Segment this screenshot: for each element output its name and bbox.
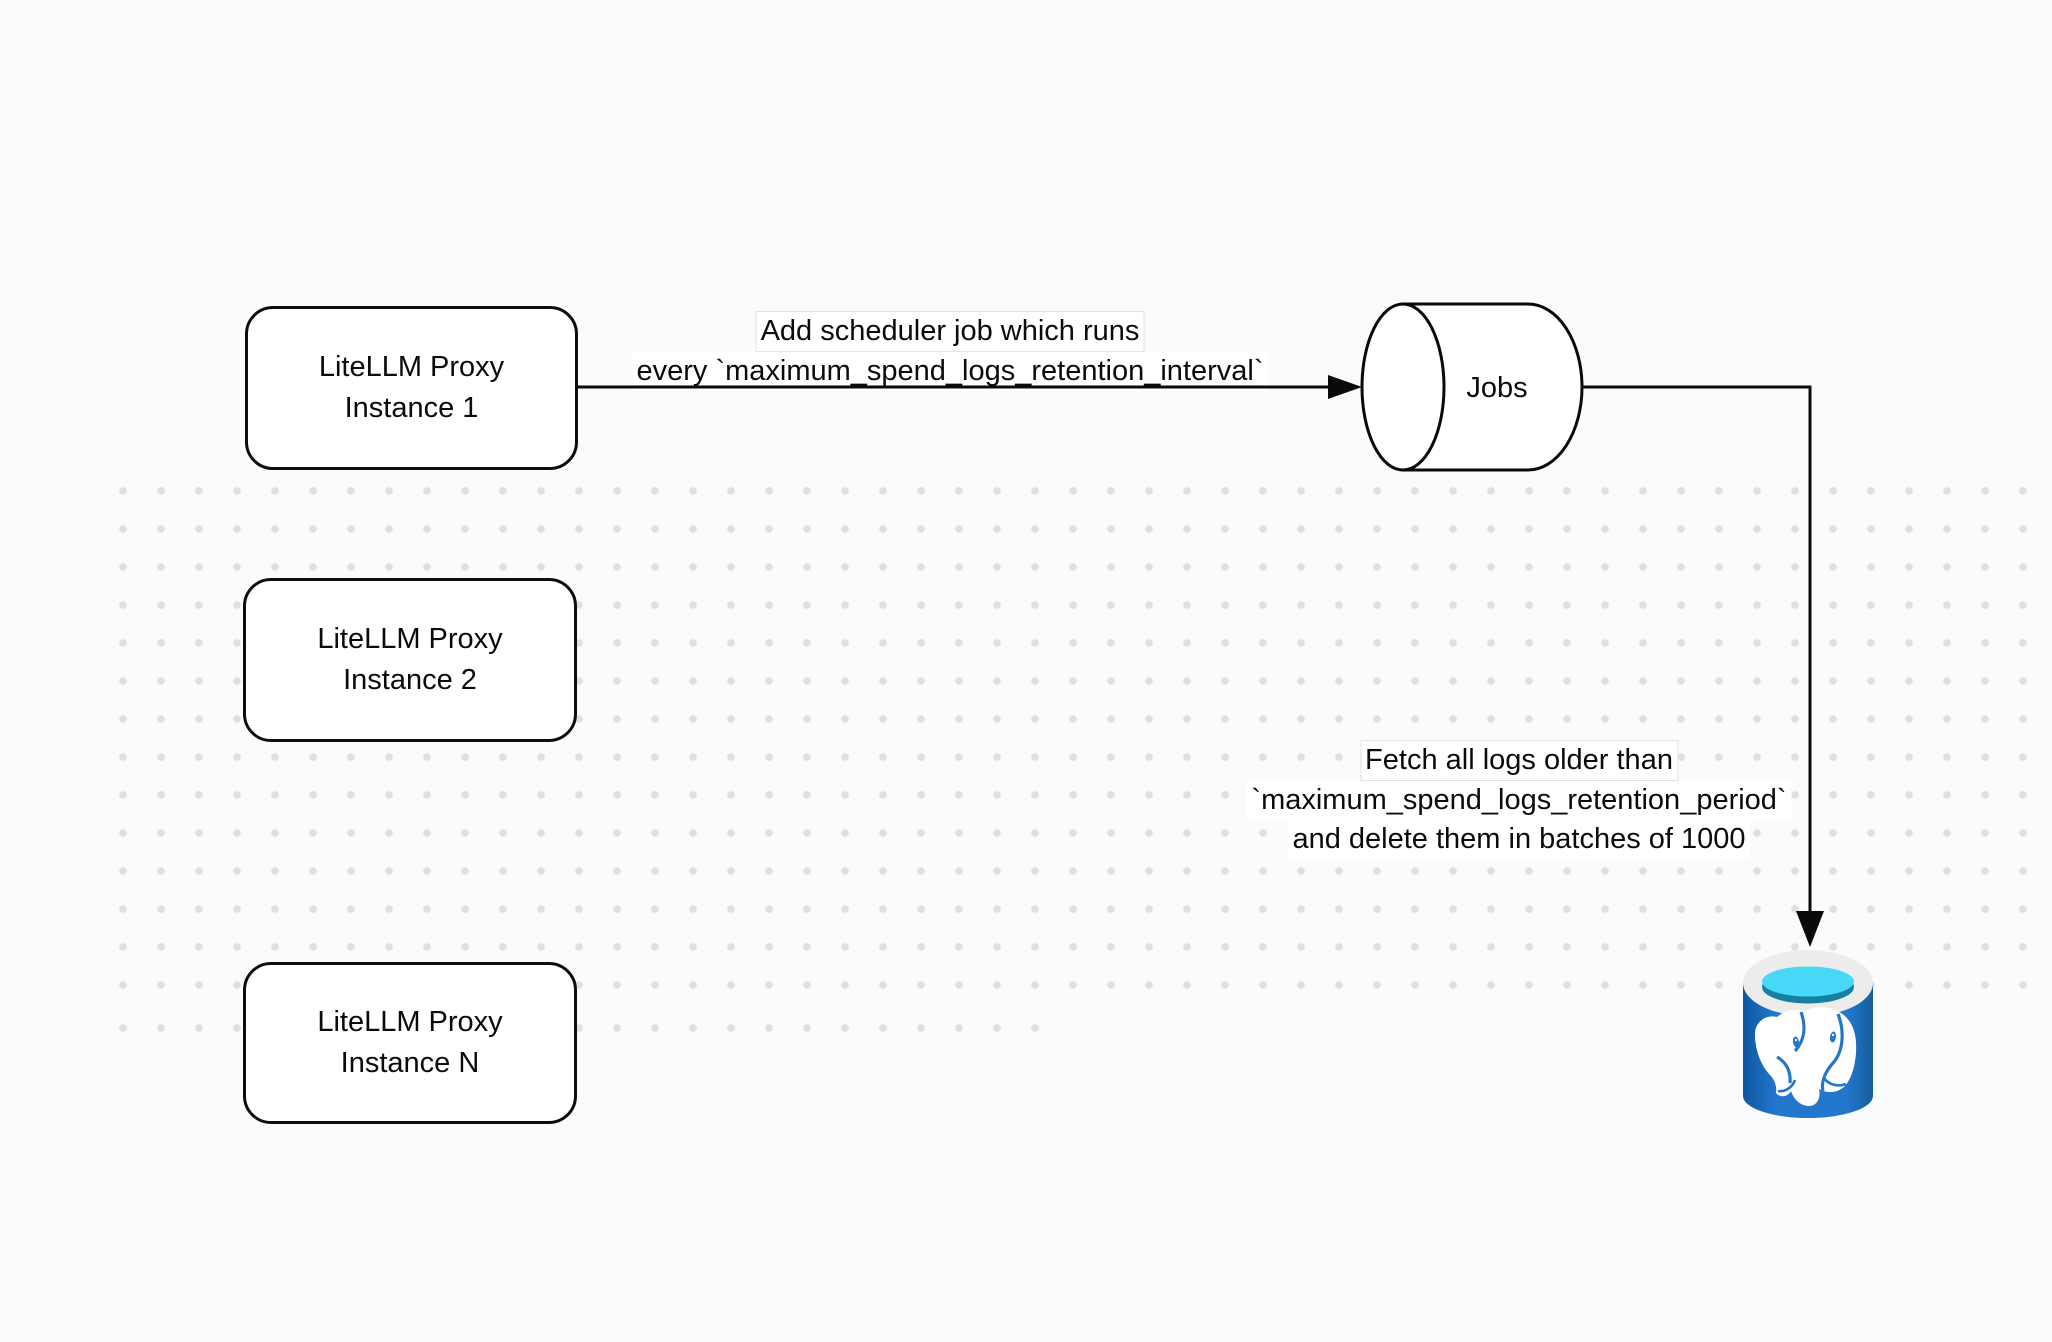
elephant-right-eye — [1829, 1031, 1837, 1043]
edge-label-line: Fetch all logs older than — [1360, 740, 1678, 781]
edge-label-scheduler: Add scheduler job which runs every `maxi… — [631, 311, 1269, 391]
node-label-line: Instance N — [340, 1047, 480, 1079]
edge-label-line: Add scheduler job which runs — [755, 311, 1145, 352]
edge-label-cleanup: Fetch all logs older than `maximum_spend… — [1246, 740, 1792, 859]
node-label-line: Instance 2 — [343, 664, 477, 696]
postgres-elephant-glyph — [1755, 1007, 1857, 1106]
jobs-node-label: Jobs — [1466, 371, 1528, 404]
edge-label-line: and delete them in batches of 1000 — [1287, 820, 1751, 859]
node-label-line: LiteLLM Proxy — [317, 1006, 503, 1038]
node-label-line: Instance 1 — [344, 392, 479, 424]
node-label-line: LiteLLM Proxy — [318, 351, 505, 383]
edge-label-line: every `maximum_spend_logs_retention_inte… — [631, 352, 1269, 391]
node-litellm-proxy-instance-2: LiteLLM Proxy Instance 2 — [243, 578, 577, 742]
node-litellm-proxy-instance-1: LiteLLM Proxy Instance 1 — [245, 306, 578, 470]
elephant-left-eye — [1792, 1036, 1800, 1048]
node-litellm-proxy-instance-n: LiteLLM Proxy Instance N — [243, 962, 577, 1124]
edge-label-line: `maximum_spend_logs_retention_period` — [1246, 781, 1792, 820]
node-label-line: LiteLLM Proxy — [317, 623, 503, 655]
